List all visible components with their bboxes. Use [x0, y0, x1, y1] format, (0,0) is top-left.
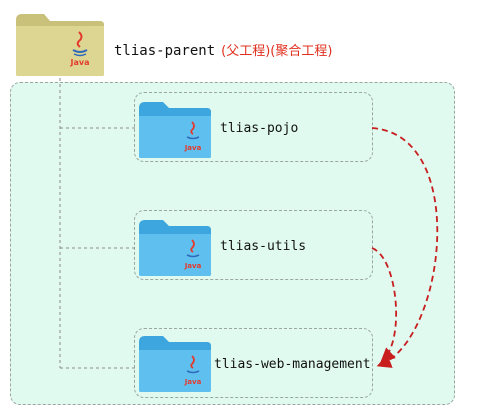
java-logo-text: Java — [184, 378, 202, 386]
module-box-pojo — [134, 92, 373, 162]
module-box-web-management — [134, 328, 373, 398]
module-folder-icon-utils[interactable]: Java — [137, 218, 213, 278]
module-label-utils: tlias-utils — [220, 239, 307, 254]
module-folder-icon-web-management[interactable]: Java — [137, 334, 213, 394]
module-box-utils — [134, 210, 373, 280]
module-label-pojo: tlias-pojo — [220, 121, 299, 136]
module-folder-icon-pojo[interactable]: Java — [137, 100, 213, 160]
java-logo-text: Java — [184, 144, 202, 152]
java-logo-text: Java — [184, 262, 202, 270]
dependency-arrow-pojo — [371, 127, 439, 368]
parent-title: tlias-parent (父工程)(聚合工程) — [114, 40, 332, 59]
parent-name: tlias-parent — [114, 43, 216, 59]
java-logo-text: Java — [70, 58, 90, 67]
parent-folder-icon[interactable]: Java — [14, 12, 106, 78]
module-label-web-management: tlias-web-management — [214, 357, 371, 372]
parent-note: (父工程)(聚合工程) — [221, 44, 333, 59]
dependency-arrow-utils — [371, 247, 398, 363]
